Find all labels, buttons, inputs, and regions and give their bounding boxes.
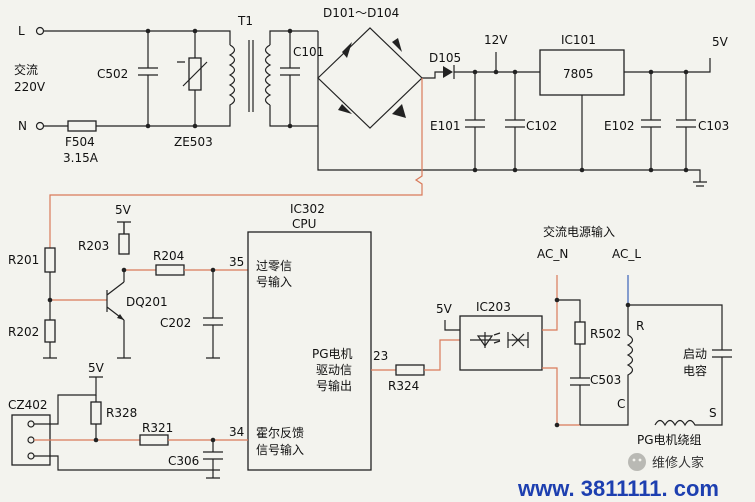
label-pin23: 23 bbox=[373, 349, 388, 363]
label-5v-ic203: 5V bbox=[436, 302, 453, 316]
label-T1: T1 bbox=[237, 14, 253, 28]
ac-input-section bbox=[35, 26, 231, 132]
label-C502: C502 bbox=[97, 67, 128, 81]
label-IC302: IC302 bbox=[290, 202, 325, 216]
label-ZE503: ZE503 bbox=[174, 135, 213, 149]
label-220v: 220V bbox=[14, 80, 46, 94]
label-F504: F504 bbox=[65, 135, 95, 149]
label-E102: E102 bbox=[604, 119, 635, 133]
transformer-T1 bbox=[228, 28, 318, 129]
label-AC-L: AC_L bbox=[612, 247, 641, 261]
label-pin34: 34 bbox=[229, 425, 244, 439]
label-N: N bbox=[18, 119, 27, 133]
label-IC203: IC203 bbox=[476, 300, 511, 314]
label-winding-S: S bbox=[709, 406, 717, 420]
resistor-R203 bbox=[118, 233, 130, 255]
label-ac-input: 交流 bbox=[14, 62, 38, 77]
label-fuse-rating: 3.15A bbox=[63, 151, 99, 165]
label-E101: E101 bbox=[430, 119, 461, 133]
label-IC101: IC101 bbox=[561, 33, 596, 47]
label-AC-N: AC_N bbox=[537, 247, 568, 261]
label-C306: C306 bbox=[168, 454, 199, 468]
label-L: L bbox=[18, 24, 25, 38]
fuse-F504 bbox=[67, 120, 97, 132]
label-start-cap-1: 启动 bbox=[683, 347, 707, 361]
label-winding-R: R bbox=[636, 319, 644, 333]
resistor-R324 bbox=[395, 364, 425, 376]
hall-feedback-circuit bbox=[11, 376, 248, 479]
label-hall-2: 信号输入 bbox=[256, 442, 304, 457]
resistor-R328 bbox=[90, 401, 102, 425]
resistor-R204 bbox=[155, 264, 185, 276]
label-hall-1: 霍尔反馈 bbox=[256, 425, 304, 440]
label-C101: C101 bbox=[293, 45, 324, 59]
regulator-section bbox=[422, 49, 711, 173]
label-start-cap-2: 电容 bbox=[683, 363, 707, 378]
label-5v-top: 5V bbox=[712, 35, 729, 49]
pg-drive-circuit bbox=[371, 275, 732, 428]
cpu-IC302 bbox=[247, 231, 372, 471]
terminal-L bbox=[35, 26, 45, 36]
label-C202: C202 bbox=[160, 316, 191, 330]
label-DQ201: DQ201 bbox=[126, 295, 168, 309]
resistor-R201 bbox=[44, 247, 56, 273]
label-CZ402: CZ402 bbox=[8, 398, 48, 412]
optocoupler-IC203 bbox=[459, 315, 543, 371]
resistor-R502 bbox=[574, 321, 586, 345]
label-C102: C102 bbox=[526, 119, 557, 133]
diode-D105 bbox=[443, 66, 453, 78]
label-R201: R201 bbox=[8, 253, 39, 267]
label-D101-D104: D101～D104 bbox=[323, 6, 399, 20]
label-5v-cz: 5V bbox=[88, 361, 105, 375]
label-R502: R502 bbox=[590, 327, 621, 341]
resistor-R321 bbox=[139, 434, 169, 446]
label-R321: R321 bbox=[142, 421, 173, 435]
label-R324: R324 bbox=[388, 379, 419, 393]
label-CPU: CPU bbox=[292, 217, 316, 231]
label-pg-drive-3: 号输出 bbox=[316, 378, 352, 393]
label-R204: R204 bbox=[153, 249, 184, 263]
label-pg-drive-2: 驱动信 bbox=[316, 363, 352, 377]
label-zero-cross-2: 号输入 bbox=[256, 274, 292, 289]
label-7805: 7805 bbox=[563, 67, 594, 81]
label-pin35: 35 bbox=[229, 255, 244, 269]
label-R202: R202 bbox=[8, 325, 39, 339]
label-ac-power-input: 交流电源输入 bbox=[543, 224, 615, 239]
wechat-icon bbox=[628, 453, 646, 471]
label-pg-winding: PG电机绕组 bbox=[637, 433, 702, 447]
label-5v-r203: 5V bbox=[115, 203, 132, 217]
label-zero-cross-1: 过零信 bbox=[256, 259, 292, 273]
bridge-rectifier bbox=[317, 27, 707, 187]
watermark: 维修人家 www. 3811111. com bbox=[517, 453, 719, 501]
label-pg-drive-1: PG电机 bbox=[312, 347, 353, 361]
label-12v: 12V bbox=[484, 33, 508, 47]
watermark-url: www. 3811111. com bbox=[517, 476, 719, 501]
resistor-R202 bbox=[44, 319, 56, 343]
zero-cross-circuit bbox=[43, 221, 248, 359]
label-C103: C103 bbox=[698, 119, 729, 133]
label-R203: R203 bbox=[78, 239, 109, 253]
label-C503: C503 bbox=[590, 373, 621, 387]
label-winding-C: C bbox=[617, 397, 625, 411]
watermark-brand: 维修人家 bbox=[652, 455, 704, 471]
label-R328: R328 bbox=[106, 406, 137, 420]
terminal-N bbox=[35, 121, 45, 131]
label-D105: D105 bbox=[429, 51, 461, 65]
